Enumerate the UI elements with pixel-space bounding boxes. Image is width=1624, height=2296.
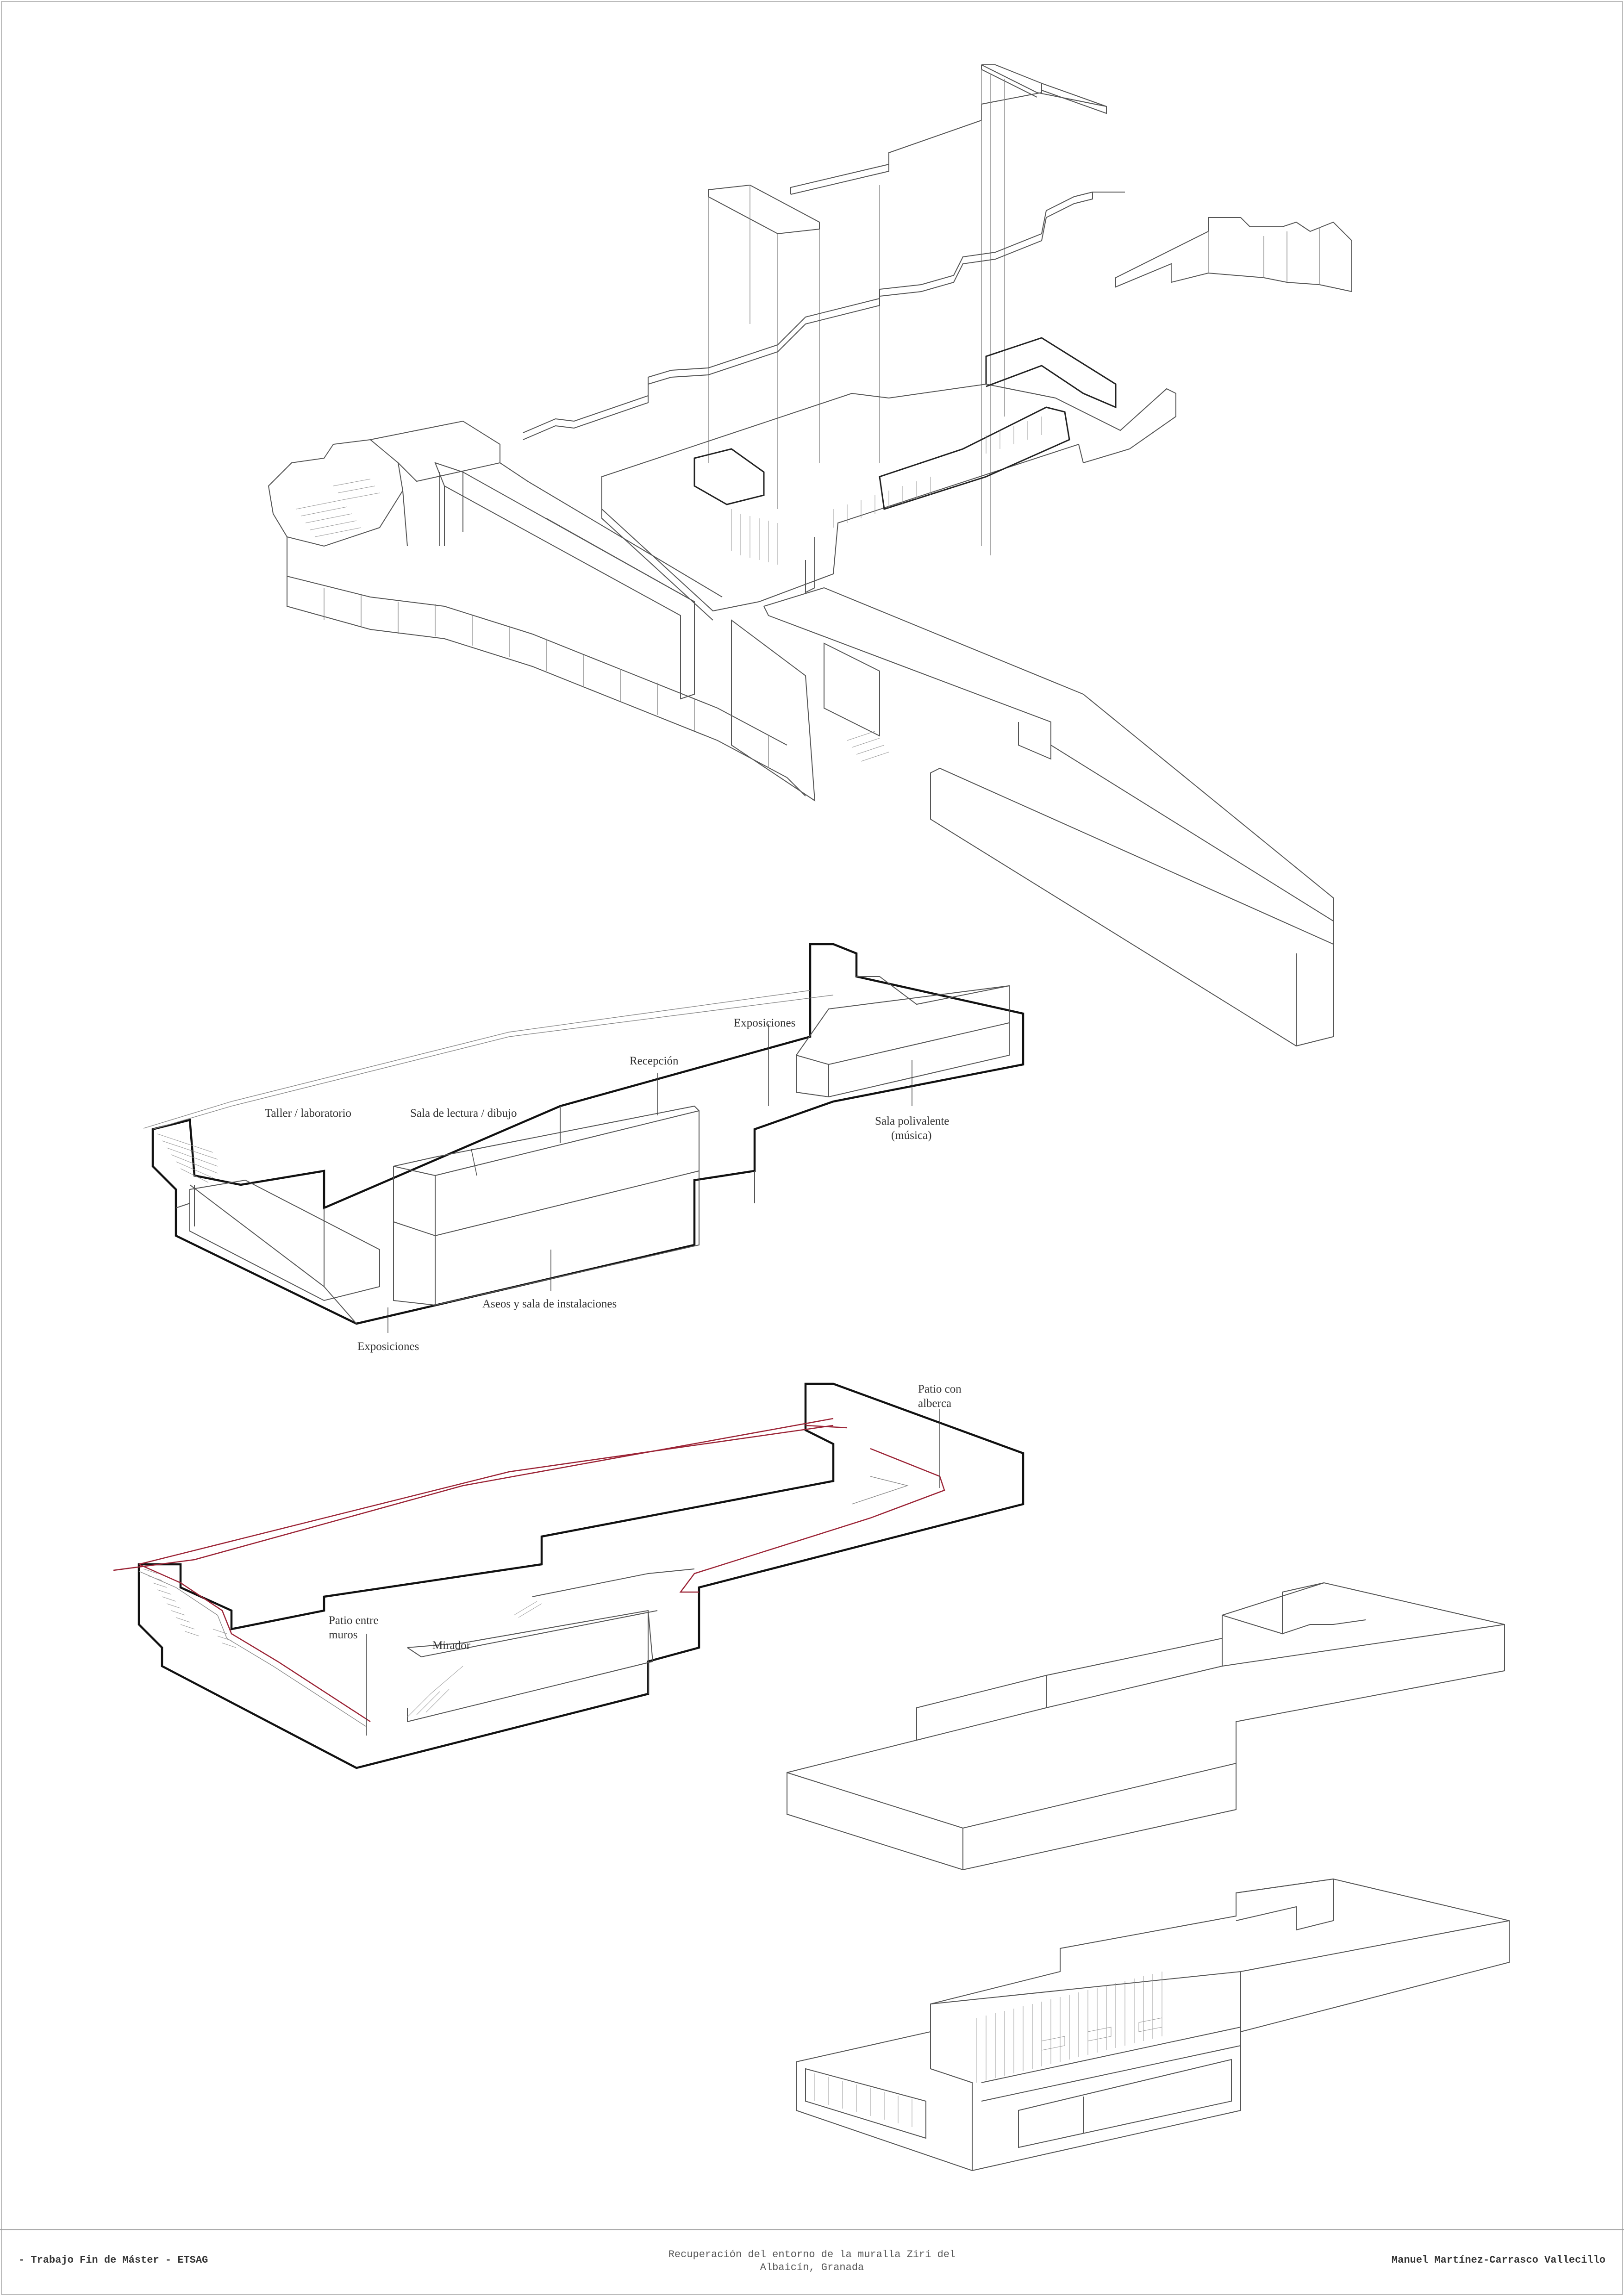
footer-right: Manuel Martínez-Carrasco Vallecillo [1391,2254,1605,2266]
level-2-axonometric: Patio con alberca Patio entre muros Mira… [113,1382,1024,1769]
ruined-wall [523,192,1352,440]
footer-center-line1: Recuperación del entorno de la muralla Z… [668,2249,956,2260]
label-sala-lectura: Sala de lectura / dibujo [410,1107,517,1120]
central-building [601,337,1176,621]
massing-volume [787,1582,1505,1871]
label-patio-muros-1: Patio entre [329,1614,379,1627]
label-aseos: Aseos y sala de instalaciones [482,1298,617,1310]
label-patio-alberca-1: Patio con [918,1383,962,1395]
retaining-wall [287,537,806,796]
footer-center-line2: Albaicín, Granada [760,2262,864,2273]
inner-ramps [434,462,723,700]
level-1-axonometric: Taller / laboratorio Sala de lectura / d… [143,943,1024,1353]
label-patio-alberca-2: alberca [918,1397,951,1410]
label-exposiciones-bottom: Exposiciones [357,1340,419,1353]
label-sala-polivalente-2: (música) [891,1129,931,1142]
stair-tower [268,420,500,547]
main-axonometric [268,64,1352,1047]
label-patio-muros-2: muros [329,1629,358,1641]
footer-left: - Trabajo Fin de Máster - ETSAG [19,2254,208,2266]
upper-wall [790,64,1107,555]
label-mirador: Mirador [432,1639,471,1652]
tower-block [708,184,880,509]
sectioned-volume [796,1878,1510,2172]
label-exposiciones-top: Exposiciones [734,1017,795,1029]
label-recepcion: Recepción [630,1055,679,1067]
label-taller: Taller / laboratorio [265,1107,351,1120]
label-sala-polivalente-1: Sala polivalente [875,1115,949,1127]
footer-center: Recuperación del entorno de la muralla Z… [534,2248,1090,2274]
long-ramp-wall [731,587,1334,1047]
